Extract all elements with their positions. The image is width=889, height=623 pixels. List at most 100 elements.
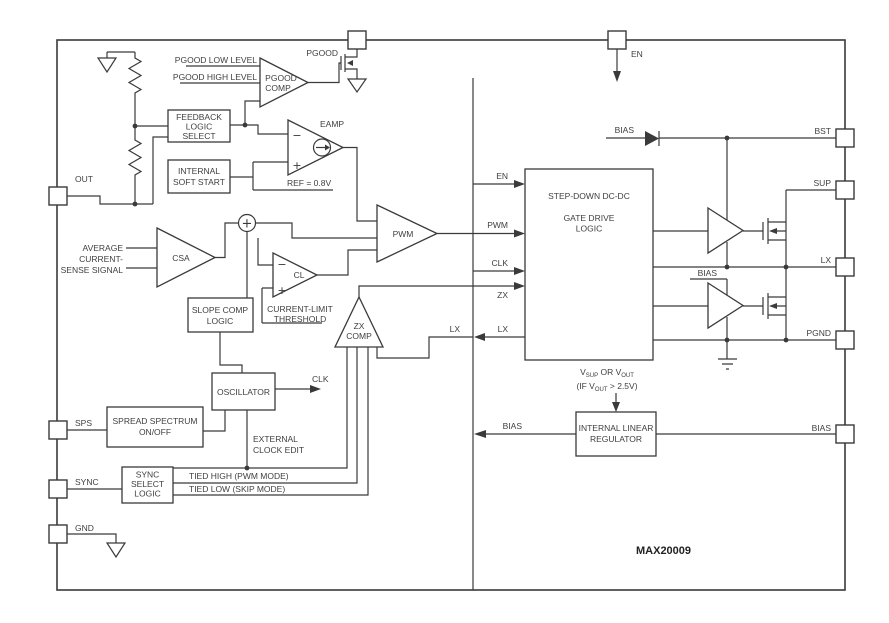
current-limit-comparator-icon	[272, 251, 319, 299]
clk-out-arrow-icon	[310, 385, 321, 393]
en-bus-label: EN	[496, 171, 508, 181]
pgood-low-level-label: PGOOD LOW LEVEL	[175, 55, 257, 65]
slope-comp-line2: LOGIC	[207, 316, 233, 326]
reg-input-arrow-icon	[612, 402, 620, 412]
eamp-plus-sign: +	[292, 159, 301, 172]
pgood-high-level-label: PGOOD HIGH LEVEL	[173, 72, 257, 82]
linear-reg-line2: REGULATOR	[590, 434, 642, 444]
ext-clock-line1: EXTERNAL	[253, 434, 298, 444]
pin-lx	[835, 257, 855, 277]
sync-select-line2: SELECT	[131, 479, 164, 489]
sync-select-logic-block	[121, 466, 174, 504]
spread-spectrum-line1: SPREAD SPECTRUM	[112, 416, 197, 426]
bias-top-label: BIAS	[615, 125, 635, 135]
lx-pin-label: LX	[821, 255, 832, 265]
bst-pin-label: BST	[814, 126, 831, 136]
clk-bus-label: CLK	[491, 258, 508, 268]
sps-pin-label: SPS	[75, 418, 92, 428]
spread-spectrum-line2: ON/OFF	[139, 427, 171, 437]
pin-out	[48, 186, 68, 206]
nmos-arrow-icon	[769, 228, 777, 234]
function-blocks: FEEDBACK LOGIC SELECT INTERNAL SOFT STAR…	[106, 109, 657, 504]
pin-sps	[48, 420, 68, 440]
pgnd-pin-label: PGND	[806, 328, 831, 338]
eamp-minus-sign: −	[292, 129, 301, 142]
ground-icon	[346, 78, 368, 94]
oscillator-label: OSCILLATOR	[217, 387, 270, 397]
mosfet-body-arrows	[347, 60, 777, 309]
pin-gnd	[48, 524, 68, 544]
ground-symbols	[96, 57, 737, 559]
sync-select-line1: SYNC	[136, 470, 160, 480]
csa-label: CSA	[172, 253, 190, 263]
summing-plus-sign: +	[242, 217, 253, 232]
cl-label: CL	[294, 270, 305, 280]
avg-cs-line1: AVERAGE	[83, 243, 124, 253]
pgood-pin-label: PGOOD	[306, 48, 338, 58]
summing-node-icon	[237, 213, 257, 233]
gate-drive-line3: LOGIC	[576, 224, 602, 234]
en-pin-label: EN	[631, 49, 643, 59]
cl-minus-sign: −	[277, 258, 286, 271]
if-vout-condition-label: (IF VOUT > 2.5V)	[576, 381, 637, 393]
linear-reg-line1: INTERNAL LINEAR	[579, 423, 654, 433]
feedback-line2: LOGIC	[186, 122, 212, 132]
pgood-comp-line1: PGOOD	[265, 73, 297, 83]
gate-drive-line1: STEP-DOWN DC-DC	[548, 191, 630, 201]
package-pins	[48, 30, 855, 544]
diode-icon	[645, 131, 660, 146]
clk-out-label: CLK	[312, 374, 329, 384]
zero-cross-comparator-icon	[333, 295, 385, 348]
eamp-label: EAMP	[320, 119, 344, 129]
lx-bus-label: LX	[498, 324, 509, 334]
avg-cs-line3: SENSE SIGNAL	[61, 265, 124, 275]
cl-threshold-line1: CURRENT-LIMIT	[267, 304, 333, 314]
ref-voltage-label: REF = 0.8V	[287, 178, 332, 188]
pwm-arrow-icon	[514, 229, 525, 238]
pin-pgnd	[835, 330, 855, 350]
slope-comp-logic-block	[187, 297, 254, 333]
soft-start-line1: INTERNAL	[178, 166, 220, 176]
high-side-driver-icon	[707, 206, 745, 255]
pwm-bus-label: PWM	[487, 220, 508, 230]
pwm-amp-label: PWM	[393, 229, 414, 239]
internal-linear-regulator-block	[575, 411, 657, 457]
gm-arrow-icon	[325, 144, 330, 151]
gate-drive-line2: GATE DRIVE	[564, 213, 615, 223]
zx-bus-label: ZX	[497, 290, 508, 300]
zx-arrow-icon	[514, 282, 525, 290]
spread-spectrum-block	[106, 406, 204, 448]
zx-comp-line2: COMP	[346, 331, 372, 341]
feedback-line1: FEEDBACK	[176, 112, 222, 122]
tied-high-label: TIED HIGH (PWM MODE)	[189, 471, 289, 481]
cl-plus-sign: +	[277, 284, 286, 297]
resistor-top	[127, 52, 143, 126]
signal-arrowheads	[310, 71, 621, 438]
clk-arrow-icon	[514, 267, 525, 275]
tied-low-label: TIED LOW (SKIP MODE)	[189, 484, 285, 494]
lx-left-label: LX	[450, 324, 461, 334]
cl-threshold-line2: THRESHOLD	[274, 314, 326, 324]
junction-dots	[132, 122, 789, 471]
pgood-comparator-icon	[259, 56, 310, 109]
pin-sync	[48, 479, 68, 499]
low-side-driver-icon	[707, 281, 745, 330]
labels: PGOOD EN OUT SPS SYNC GND BST SUP LX PGN…	[61, 48, 832, 557]
bias-arrow-icon	[474, 430, 486, 438]
resistor-bottom	[127, 126, 143, 204]
part-number-label: MAX20009	[636, 545, 691, 557]
sync-select-line3: LOGIC	[134, 489, 160, 499]
oscillator-block	[211, 372, 276, 411]
lx-arrow-icon	[474, 333, 485, 341]
amplifier-symbols: PGOOD COMP − + EAMP CSA + − + CL PWM ZX …	[156, 56, 745, 348]
gnd-pin-label: GND	[75, 523, 94, 533]
bias-reg-label: BIAS	[503, 421, 523, 431]
ground-icon	[718, 358, 737, 370]
ground-icon	[96, 57, 118, 74]
bias-driver-label: BIAS	[698, 268, 718, 278]
pin-bst	[835, 128, 855, 148]
sync-pin-label: SYNC	[75, 477, 99, 487]
ground-icon	[105, 542, 127, 559]
